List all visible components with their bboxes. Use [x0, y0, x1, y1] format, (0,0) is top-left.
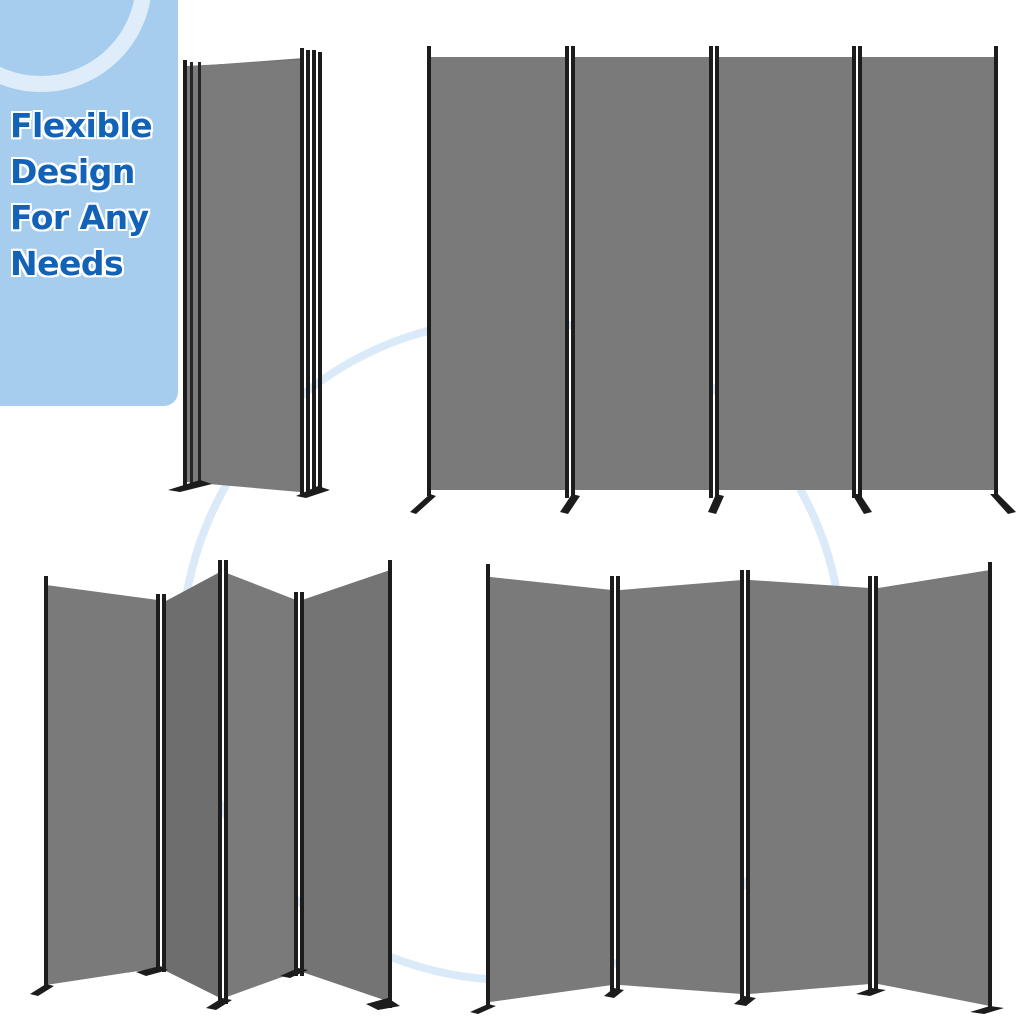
zigzag-pole	[218, 560, 222, 1004]
scene-zigzag-divider	[30, 560, 400, 1010]
zigzag-pole	[224, 560, 228, 1004]
headline-banner: Flexible Design For Any Needs	[0, 0, 178, 406]
straight-panel-4	[862, 57, 996, 490]
curved-pole	[740, 570, 744, 1000]
scene-curved-divider	[470, 562, 1004, 1014]
straight-foot	[560, 494, 580, 514]
zigzag-panel-3	[224, 572, 296, 998]
zigzag-foot	[206, 998, 232, 1010]
headline-line-3: For Any	[10, 198, 149, 237]
straight-pole	[858, 46, 862, 498]
zigzag-pole	[300, 592, 304, 976]
curved-panel-1	[490, 577, 612, 1002]
headline-line-1: Flexible	[10, 106, 153, 145]
zigzag-foot	[136, 966, 168, 976]
folded-foot	[168, 480, 212, 492]
curved-pole	[486, 564, 490, 1008]
folded-foot	[296, 486, 330, 498]
scene-folded-divider	[168, 48, 330, 498]
folded-pole	[306, 50, 310, 494]
folded-pole	[318, 52, 322, 492]
curved-pole	[610, 576, 614, 992]
straight-foot	[852, 494, 872, 514]
zigzag-pole	[44, 576, 48, 990]
zigzag-pole	[162, 594, 166, 972]
straight-panel-2	[574, 57, 710, 490]
straight-pole	[571, 46, 575, 498]
headline-text: Flexible Design For Any Needs	[10, 103, 178, 287]
curved-pole	[746, 570, 750, 1000]
curved-pole	[616, 576, 620, 992]
folded-pole	[312, 50, 316, 494]
straight-pole	[427, 46, 431, 496]
folded-pole	[190, 62, 193, 486]
zigzag-panel-1	[46, 585, 158, 985]
headline-line-4: Needs	[10, 244, 124, 283]
folded-pole	[198, 62, 201, 486]
straight-pole	[852, 46, 856, 498]
curved-foot	[470, 1004, 496, 1014]
zigzag-panel-2	[164, 572, 220, 998]
straight-foot	[410, 494, 436, 514]
straight-pole	[565, 46, 569, 498]
headline-line-2: Design	[10, 152, 135, 191]
zigzag-foot	[30, 984, 54, 996]
zigzag-pole	[294, 592, 298, 976]
zigzag-panel-4	[302, 570, 390, 1002]
curved-foot	[604, 988, 624, 998]
folded-pole	[183, 60, 187, 488]
straight-foot	[990, 494, 1016, 514]
straight-pole	[709, 46, 713, 498]
folded-pole	[300, 48, 304, 494]
straight-panel-3	[718, 57, 852, 490]
curved-foot	[734, 996, 756, 1006]
straight-pole	[715, 46, 719, 498]
zigzag-pole	[156, 594, 160, 972]
straight-panel-1	[431, 57, 566, 490]
zigzag-foot	[366, 998, 400, 1010]
curved-panel-4	[878, 570, 990, 1006]
curved-panel-2	[620, 580, 742, 994]
curved-pole	[868, 576, 872, 990]
straight-pole	[994, 46, 998, 496]
zigzag-foot	[280, 968, 308, 978]
curved-panel-3	[750, 580, 870, 994]
straight-foot	[708, 494, 724, 514]
folded-panel-front	[186, 60, 300, 492]
curved-foot	[970, 1006, 1004, 1014]
curved-pole	[874, 576, 878, 990]
scene-straight-divider	[410, 46, 1016, 514]
curved-pole	[988, 562, 992, 1010]
zigzag-pole	[388, 560, 392, 1008]
curved-foot	[856, 988, 886, 996]
